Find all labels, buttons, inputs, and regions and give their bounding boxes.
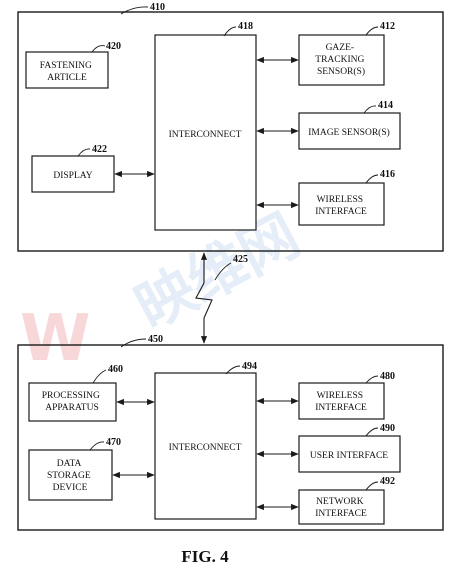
leader-480	[365, 375, 379, 384]
lightning-bolt-icon	[195, 282, 213, 319]
ref-492: 492	[380, 476, 395, 487]
ref-416: 416	[380, 169, 395, 180]
wireless-interface-480-box	[298, 382, 385, 420]
image-sensor-box	[298, 112, 401, 150]
ref-470: 470	[106, 437, 121, 448]
ref-410: 410	[150, 2, 165, 13]
display-label: DISPLAY	[53, 171, 92, 181]
ref-414: 414	[378, 100, 393, 111]
wireless-link-425: 425	[195, 252, 248, 344]
leader-450	[120, 338, 147, 348]
leader-470	[89, 441, 105, 451]
watermark-logo: W	[20, 302, 91, 376]
figure-caption: FIG. 4	[181, 547, 229, 566]
ref-412: 412	[380, 21, 395, 32]
image-sensor-label: IMAGE SENSOR(S)	[308, 127, 390, 138]
network-interface-label: NETWORK INTERFACE	[315, 497, 367, 519]
gaze-tracking-sensor-box	[298, 34, 385, 86]
leader-418	[223, 26, 237, 37]
wireless-interface-416-label: WIRELESS INTERFACE	[315, 195, 367, 217]
leader-420	[91, 45, 106, 53]
leader-416	[365, 174, 379, 184]
device-450: 450 PROCESSING APPARATUS 460 DATA STORAG…	[17, 334, 444, 531]
user-interface-box	[298, 435, 401, 473]
fastening-article-label: FASTENING ARTICLE	[40, 61, 94, 83]
leader-412	[365, 26, 379, 36]
ref-418: 418	[238, 21, 253, 32]
fastening-article-box	[25, 51, 109, 89]
network-interface-box	[298, 489, 385, 525]
leader-422	[77, 148, 91, 157]
interconnect-418-label: INTERCONNECT	[169, 130, 242, 140]
display-box	[31, 155, 115, 193]
ref-480: 480	[380, 371, 395, 382]
leader-490	[365, 427, 379, 437]
ref-420: 420	[106, 41, 121, 52]
ref-490: 490	[380, 423, 395, 434]
leader-410	[120, 6, 149, 15]
gaze-tracking-sensor-label: GAZE- TRACKING SENSOR(S)	[315, 43, 366, 77]
ref-494: 494	[242, 361, 257, 372]
processing-apparatus-label: PROCESSING APPARATUS	[42, 391, 102, 413]
ref-422: 422	[92, 144, 107, 155]
leader-414	[363, 105, 377, 114]
ref-425: 425	[233, 254, 248, 265]
wireless-interface-416-box	[298, 182, 385, 226]
leader-494	[225, 365, 241, 375]
interconnect-494-box	[154, 372, 257, 520]
interconnect-418-box	[154, 34, 257, 231]
leader-425	[214, 262, 232, 281]
device-450-frame	[17, 344, 444, 531]
device-410-frame	[17, 11, 444, 252]
device-410: 410 FASTENING ARTICLE 420 DISPLAY 422 IN…	[17, 2, 444, 252]
wireless-interface-480-label: WIRELESS INTERFACE	[315, 391, 367, 413]
ref-450: 450	[148, 334, 163, 345]
leader-492	[365, 481, 379, 491]
leader-460	[92, 369, 107, 384]
data-storage-device-box	[28, 449, 113, 501]
processing-apparatus-box	[28, 382, 117, 422]
data-storage-device-label: DATA STORAGE DEVICE	[47, 459, 93, 493]
ref-460: 460	[108, 364, 123, 375]
user-interface-label: USER INTERFACE	[310, 451, 388, 461]
interconnect-494-label: INTERCONNECT	[169, 443, 242, 453]
